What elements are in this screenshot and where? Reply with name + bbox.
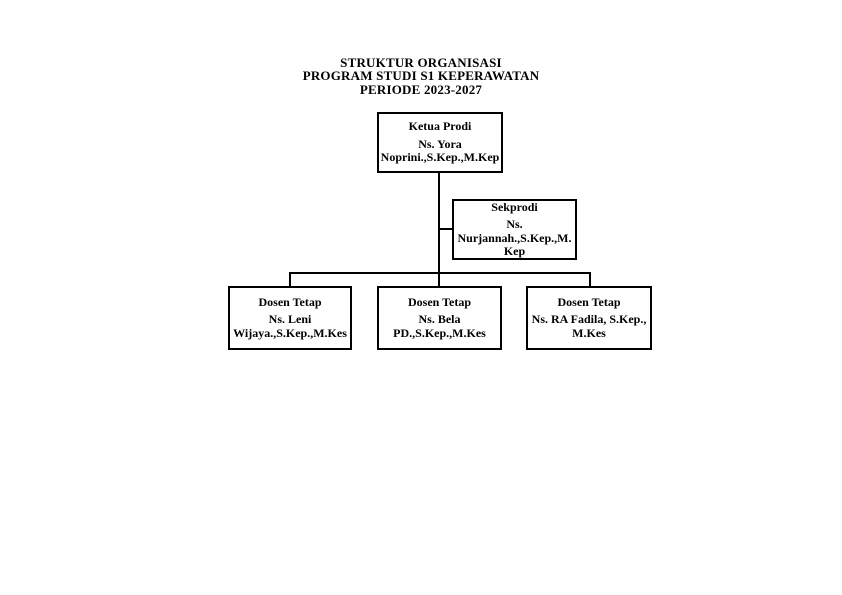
page-title: STRUKTUR ORGANISASI PROGRAM STUDI S1 KEP… xyxy=(0,55,842,97)
node-name: Ns. Bela PD.,S.Kep.,M.Kes xyxy=(393,312,486,340)
title-line-2: PROGRAM STUDI S1 KEPERAWATAN xyxy=(302,68,540,84)
org-node-dosen-tetap-3: Dosen Tetap Ns. RA Fadila, S.Kep., M.Kes xyxy=(526,286,652,350)
org-node-ketua-prodi: Ketua Prodi Ns. Yora Noprini.,S.Kep.,M.K… xyxy=(377,112,503,173)
node-name: Ns. Nurjannah.,S.Kep.,M. Kep xyxy=(457,217,572,258)
node-role: Dosen Tetap xyxy=(407,294,472,309)
title-line-1: STRUKTUR ORGANISASI xyxy=(340,55,502,70)
org-node-dosen-tetap-2: Dosen Tetap Ns. Bela PD.,S.Kep.,M.Kes xyxy=(377,286,502,350)
node-role: Dosen Tetap xyxy=(557,294,621,309)
connector-drop-right xyxy=(589,272,591,286)
org-node-sekprodi: Sekprodi Ns. Nurjannah.,S.Kep.,M. Kep xyxy=(452,199,577,260)
connector-sekprodi-branch xyxy=(438,228,452,230)
title-line-3: PERIODE 2023-2027 xyxy=(359,81,483,97)
connector-drop-left xyxy=(289,272,291,286)
node-name: Ns. Yora Noprini.,S.Kep.,M.Kep xyxy=(380,136,500,165)
node-name: Ns. RA Fadila, S.Kep., M.Kes xyxy=(531,312,647,340)
connector-distribution-horizontal xyxy=(289,272,591,274)
org-node-dosen-tetap-1: Dosen Tetap Ns. Leni Wijaya.,S.Kep.,M.Ke… xyxy=(228,286,352,350)
node-role: Dosen Tetap xyxy=(258,294,322,309)
node-role: Sekprodi xyxy=(491,199,538,214)
node-name: Ns. Leni Wijaya.,S.Kep.,M.Kes xyxy=(233,312,347,340)
node-role: Ketua Prodi xyxy=(408,119,472,134)
